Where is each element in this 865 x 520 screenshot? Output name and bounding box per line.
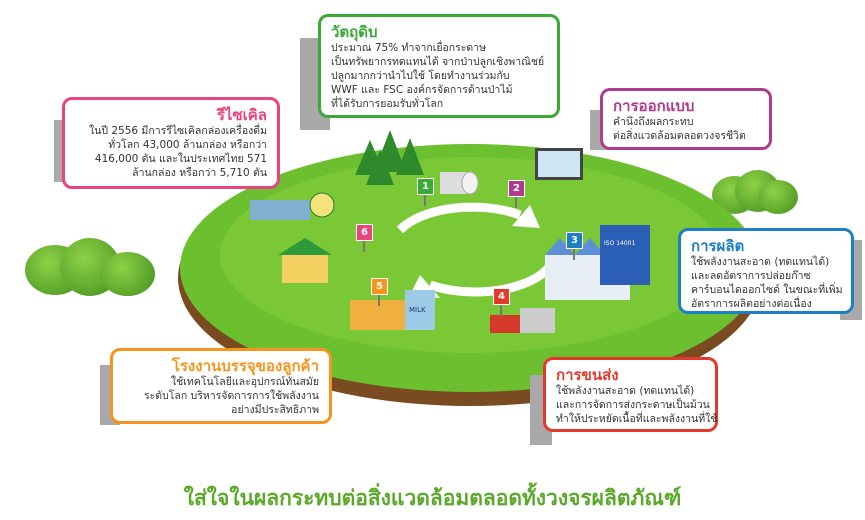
trees-icon [355,130,424,185]
text-line: ระดับโลก บริหารจัดการการใช้พลังงาน [144,390,319,402]
text-line: WWF และ FSC องค์กรจัดการด้านป่าไม้ [331,84,513,96]
text-line: ต่อสิ่งแวดล้อมตลอดวงจรชีวิต [613,130,746,142]
text-line: เป็นทรัพยากรทดแทนได้ จากป่าปลูกเชิงพาณิช… [331,56,545,68]
marker-5: 5 [371,278,388,295]
recycle-station-icon [250,200,310,220]
iso-label: ISO 14001 [604,240,635,247]
recycle-box: รีไซเคิล ในปี 2556 มีการรีไซเคิลกล่องเคร… [62,97,280,189]
raw-material-title: วัตถุดิบ [331,23,378,41]
transport-title: การขนส่ง [556,366,619,384]
arrow-head [512,205,540,228]
text-line: คาร์บอนไดออกไซด์ ในขณะที่เพิ่ม [691,284,843,296]
truck-icon [490,315,520,333]
recycle-title: รีไซเคิล [216,106,267,124]
marker-2: 2 [508,180,525,197]
house-icon [278,238,332,255]
text-line: ปลูกมากกว่านำไปใช้ โดยทำงานร่วมกับ [331,70,510,82]
bush-left [100,252,155,296]
text-line: ในปี 2556 มีการรีไซเคิลกล่องเครื่องดื่ม [89,125,267,137]
text-line: และลดอัตราการปล่อยก๊าซ [691,270,811,282]
design-box: การออกแบบ คำนึงถึงผลกระทบ ต่อสิ่งแวดล้อม… [600,88,772,150]
text-line: คำนึงถึงผลกระทบ [613,116,694,128]
text-line: อย่างมีประสิทธิภาพ [231,404,319,416]
production-title: การผลิต [691,237,745,255]
customer-plant-box: โรงงานบรรจุของลูกค้า ใช้เทคโนโลยีและอุปก… [110,348,332,424]
footer-slogan: ใส่ใจในผลกระทบต่อสิ่งแวดล้อมตลอดทั้งวงจร… [183,486,682,510]
bush-right [758,180,798,214]
text-line: ใช้พลังงานสะอาด (ทดแทนได้) [691,256,830,268]
marker-1: 1 [417,178,434,195]
text-line: ใช้พลังงานสะอาด (ทดแทนได้) [556,385,695,397]
text-line: ใช้เทคโนโลยีและอุปกรณ์ทันสมัย [171,376,319,388]
text-line: ที่ได้รับการยอมรับทั่วโลก [331,98,444,110]
paper-roll-icon [440,172,470,194]
text-line: ประมาณ 75% ทำจากเยื่อกระดาษ [331,42,487,54]
marker-3: 3 [566,232,583,249]
text-line: ทำให้ประหยัดเนื้อที่และพลังงานที่ใช้ [556,413,718,425]
text-line: ทั่วโลก 43,000 ล้านกล่อง หรือกว่า [108,139,267,151]
text-line: 416,000 ตัน และในประเทศไทย 571 [94,153,267,165]
marker-6: 6 [356,224,373,241]
transport-box: การขนส่ง ใช้พลังงานสะอาด (ทดแทนได้) และก… [543,357,718,432]
text-line: อัตราการผลิตอย่างต่อเนื่อง [691,298,812,310]
milk-label: MILK [409,306,426,314]
text-line: และการจัดการส่งกระดาษเป็นม้วน [556,399,710,411]
marker-4: 4 [493,288,510,305]
production-box: การผลิต ใช้พลังงานสะอาด (ทดแทนได้) และลด… [678,228,854,314]
design-title: การออกแบบ [613,97,695,115]
text-line: ล้านกล่อง หรือกว่า 5,710 ตัน [132,167,267,179]
customer-plant-title: โรงงานบรรจุของลูกค้า [171,357,319,375]
raw-material-box: วัตถุดิบ ประมาณ 75% ทำจากเยื่อกระดาษ เป็… [318,14,560,118]
